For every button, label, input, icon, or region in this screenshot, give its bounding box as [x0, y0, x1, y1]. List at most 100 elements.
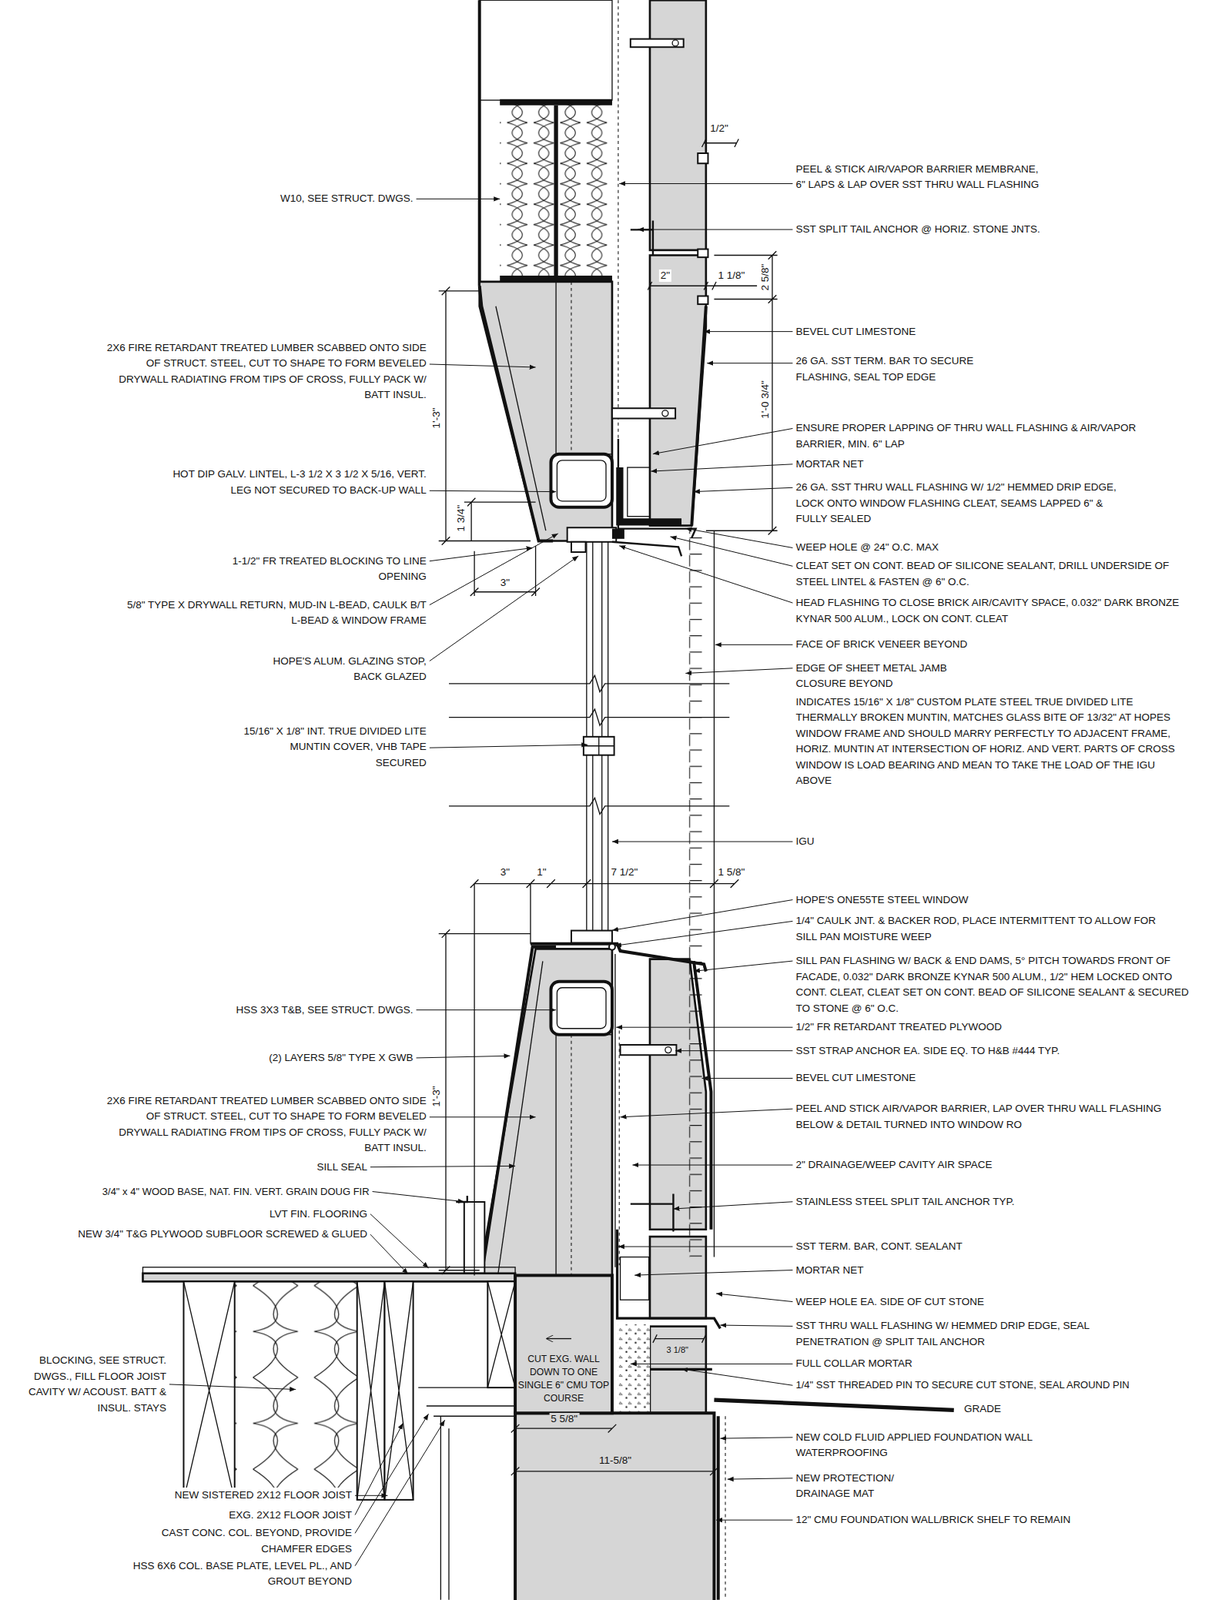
- callout-note: SILL SEAL: [285, 1159, 368, 1176]
- anchors-flashing: [630, 220, 653, 255]
- callout-note: HOPE'S ONE55TE STEEL WINDOW: [795, 892, 1020, 909]
- callout-note: 1/2" FR RETARDANT TREATED PLYWOOD: [795, 1019, 1061, 1036]
- brick-veneer: [713, 530, 715, 1257]
- callout-note: 26 GA. SST TERM. BAR TO SECURE FLASHING,…: [795, 353, 1031, 386]
- dimension-text: 2 5/8": [759, 262, 772, 293]
- break-lines: [448, 675, 730, 692]
- anchors-flashing: [612, 528, 625, 540]
- callout-note: HEAD FLASHING TO CLOSE BRICK AIR/CAVITY …: [795, 595, 1194, 627]
- leader-line: [630, 1363, 794, 1365]
- callout-note: INDICATES 15/16" X 1/8" CUSTOM PLATE STE…: [795, 694, 1179, 790]
- leader-line: [672, 1201, 793, 1209]
- leader-line: [706, 362, 793, 364]
- leader-line: [354, 1419, 446, 1566]
- anchors-flashing: [609, 944, 616, 951]
- callout-note: FACE OF BRICK VENEER BEYOND: [795, 636, 1020, 653]
- air-barrier: [618, 0, 620, 1266]
- floor-framing: [142, 1273, 516, 1283]
- leader-line: [703, 331, 793, 332]
- stone-veneer: [649, 1368, 713, 1371]
- callout-note: 3/4" x 4" WOOD BASE, NAT. FIN. VERT. GRA…: [6, 1184, 369, 1201]
- floor-framing: [487, 1281, 516, 1388]
- leader-line: [615, 920, 793, 946]
- cmu-foundation: [515, 1275, 613, 1413]
- anchors-flashing: [617, 1229, 721, 1330]
- leader-line: [693, 487, 793, 492]
- leader-line: [429, 1116, 536, 1118]
- leader-line: [354, 1422, 403, 1515]
- leader-line: [416, 1009, 557, 1011]
- anchors-flashing: [662, 410, 669, 417]
- leader-line: [612, 900, 793, 931]
- leader-line: [429, 547, 533, 561]
- stone-veneer: [697, 249, 708, 258]
- leader-line: [702, 1078, 794, 1079]
- callout-note: LVT FIN. FLOORING: [224, 1206, 367, 1223]
- steel-window: [571, 930, 613, 944]
- anchors-flashing: [620, 1257, 650, 1301]
- leader-line: [675, 1050, 793, 1052]
- back-up-wall: [555, 281, 613, 455]
- dimension-lines: [438, 287, 531, 546]
- callout-note: GRADE: [964, 1401, 1036, 1418]
- steel-window: [583, 736, 615, 756]
- back-up-wall: [479, 0, 613, 101]
- callout-note: SILL PAN FLASHING W/ BACK & END DAMS, 5°…: [795, 953, 1199, 1017]
- dimension-lines: [706, 251, 778, 535]
- leader-line: [693, 960, 793, 971]
- cmu-note: CUT EXG. WALL DOWN TO ONE SINGLE 6" CMU …: [515, 1351, 613, 1407]
- brick-veneer: [681, 530, 714, 1257]
- dimension-lines: [511, 1424, 719, 1476]
- anchors-flashing: [530, 39, 720, 1414]
- dimension-text: 1": [535, 866, 548, 879]
- cmu-foundation: [515, 1412, 714, 1600]
- anchors-flashing: [627, 467, 650, 517]
- callout-note: HOT DIP GALV. LINTEL, L-3 1/2 X 3 1/2 X …: [171, 466, 427, 499]
- back-up-wall: [553, 105, 558, 276]
- dimension-lines: [464, 498, 536, 542]
- leader-line: [618, 1246, 794, 1248]
- floor-framing: [183, 1281, 235, 1500]
- leader-line: [354, 1413, 429, 1534]
- callout-note: MORTAR NET: [795, 1262, 918, 1279]
- leader-line: [727, 1478, 794, 1480]
- leader-line: [634, 1270, 793, 1276]
- anchors-flashing: [612, 542, 682, 557]
- callout-note: 12" CMU FOUNDATION WALL/BRICK SHELF TO R…: [795, 1512, 1153, 1529]
- dimension-text: 11-5/8": [597, 1454, 633, 1467]
- anchors-flashing: [612, 408, 676, 419]
- dimension-text: 3 1/8": [665, 1343, 690, 1356]
- callout-note: SST STRAP ANCHOR EA. SIDE EQ. TO H&B #44…: [795, 1043, 1132, 1060]
- dimension-text: 1 3/4": [455, 503, 468, 534]
- leader-line: [719, 1325, 793, 1326]
- dimension-text: 2": [659, 269, 672, 282]
- leader-line: [632, 1165, 793, 1166]
- cmu-foundation: [724, 1416, 726, 1600]
- callout-note: 15/16" X 1/8" INT. TRUE DIVIDED LITE MUN…: [237, 723, 427, 772]
- callout-note: FULL COLLAR MORTAR: [795, 1355, 959, 1373]
- leader-line: [429, 364, 536, 368]
- callout-note: NEW COLD FLUID APPLIED FOUNDATION WALL W…: [795, 1429, 1092, 1462]
- dimension-text: 1'-0 3/4": [759, 379, 772, 421]
- back-up-wall: [570, 1034, 572, 1276]
- leader-line: [637, 229, 793, 231]
- leader-line: [416, 1055, 511, 1058]
- leader-line: [681, 1369, 793, 1386]
- cmu-foundation: [716, 1416, 720, 1600]
- callout-note: NEW 3/4" T&G PLYWOOD SUBFLOOR SCREWED & …: [15, 1226, 368, 1243]
- leader-line: [652, 428, 793, 454]
- dimension-lines: [652, 1334, 707, 1343]
- callout-note: SST TERM. BAR, CONT. SEALANT: [795, 1238, 1020, 1256]
- callout-note: 5/8" TYPE X DRYWALL RETURN, MUD-IN L-BEA…: [120, 597, 426, 630]
- dimension-lines: [438, 929, 531, 1275]
- callout-note: CLEAT SET ON CONT. BEAD OF SILICONE SEAL…: [795, 558, 1173, 590]
- dimension-text: 3": [498, 866, 512, 879]
- anchors-flashing: [620, 1044, 677, 1055]
- leader-line: [620, 1108, 794, 1118]
- stone-veneer: [691, 306, 707, 526]
- leader-line: [416, 198, 501, 200]
- callout-note: W10, SEE STRUCT. DWGS.: [239, 190, 413, 208]
- callout-note: BEVEL CUT LIMESTONE: [795, 1070, 959, 1087]
- anchors-flashing: [567, 527, 617, 543]
